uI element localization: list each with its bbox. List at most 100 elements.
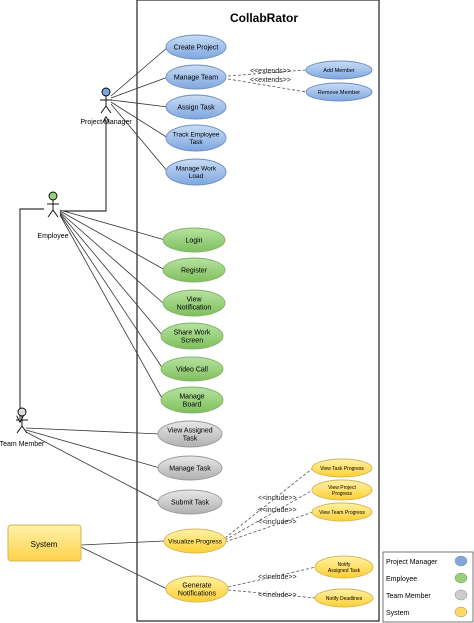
use-case-label: Visualize Progress <box>168 538 222 545</box>
use-case-shape <box>160 356 224 382</box>
use-case-shape <box>165 124 227 152</box>
use-case-view-task-progress[interactable]: View Task Progress <box>311 458 373 478</box>
use-case-add-member[interactable]: Add Member <box>305 60 373 80</box>
association-lines <box>25 46 169 590</box>
use-case-label: View <box>186 296 202 303</box>
use-case-remove-member[interactable]: Remove Member <box>305 82 373 102</box>
use-case-label: Manage Team <box>174 75 218 82</box>
legend-swatch <box>454 555 468 567</box>
use-case-shape <box>157 455 223 481</box>
legend-label: Employee <box>386 576 417 583</box>
legend-swatch <box>454 572 468 584</box>
extends-label-1: <<extends>> <box>250 68 291 75</box>
actor-label: Employee <box>37 233 68 240</box>
use-case-label: Manage Work <box>176 165 217 172</box>
legend-item: Employee <box>386 572 468 584</box>
use-case-shape <box>165 158 227 186</box>
actor-right-leg <box>21 425 28 434</box>
use-case-shape <box>165 575 229 603</box>
actor-head <box>101 87 111 97</box>
use-case-label: Assigned Task <box>328 568 361 574</box>
use-case-label: Task <box>189 139 203 146</box>
actor-left-leg <box>47 209 54 218</box>
use-case-label: Assign Task <box>177 105 215 112</box>
legend-item: Project Manager <box>386 555 468 567</box>
use-case-label: Board <box>183 402 202 409</box>
include-label-4: <<include>> <box>258 574 297 581</box>
use-case-shape <box>163 528 227 554</box>
actor-right-leg <box>105 105 112 114</box>
use-case-label: Manage Task <box>169 465 211 472</box>
use-case-video-call[interactable]: Video Call <box>160 356 224 382</box>
generalization-arrows <box>20 120 106 419</box>
include-label-3: <<include>> <box>258 519 297 526</box>
actor-employee[interactable]: Employee <box>37 191 69 240</box>
include-label-2: <<include>> <box>258 507 297 514</box>
use-case-label: View Project <box>328 485 356 491</box>
use-case-label: View Assigned <box>167 427 213 434</box>
use-case-shape <box>157 420 223 448</box>
dependency-lines <box>224 69 317 599</box>
use-case-label: Submit Task <box>171 499 209 506</box>
use-case-visualize-progress[interactable]: Visualize Progress <box>163 528 227 554</box>
use-case-shape <box>305 60 373 80</box>
use-case-label: Add Member <box>323 68 355 74</box>
use-case-submit-task[interactable]: Submit Task <box>157 489 223 515</box>
actor-label: Project Manager <box>80 119 132 126</box>
diagram-title: CollabRator <box>230 11 298 25</box>
extends-label-2: <<extends>> <box>250 77 291 84</box>
use-case-shape <box>162 289 226 317</box>
system-actor[interactable] <box>7 524 82 562</box>
use-case-register[interactable]: Register <box>162 257 226 283</box>
include-label-1: <<include>> <box>258 495 297 502</box>
legend-item: Team Member <box>386 589 468 601</box>
use-case-shape <box>165 64 227 90</box>
use-case-shape <box>165 94 227 120</box>
actor-label: Team Member <box>0 441 45 448</box>
use-case-notify-deadlines[interactable]: Notify Deadlines <box>314 588 374 608</box>
actor-right-leg <box>52 209 59 218</box>
use-case-assign-task[interactable]: Assign Task <box>165 94 227 120</box>
use-case-label: View Team Progress <box>319 510 365 516</box>
include-label-5: <<include>> <box>258 592 297 599</box>
use-case-label: Load <box>189 173 204 180</box>
use-case-label: Screen <box>181 338 203 345</box>
system-actor-label: System <box>31 540 58 549</box>
use-case-shape <box>314 555 374 579</box>
use-case-shape <box>162 227 226 253</box>
use-case-shape <box>165 34 227 60</box>
use-case-label: Generate <box>182 582 211 589</box>
use-case-shape <box>311 479 373 501</box>
actor-team-member[interactable]: Team Member <box>0 407 45 448</box>
use-case-manage-task[interactable]: Manage Task <box>157 455 223 481</box>
use-case-create-project[interactable]: Create Project <box>165 34 227 60</box>
use-case-label: Task <box>183 436 198 443</box>
use-case-label: Remove Member <box>318 90 360 96</box>
use-case-label: Register <box>181 267 208 274</box>
actor-head <box>48 191 58 201</box>
use-case-login[interactable]: Login <box>162 227 226 253</box>
use-case-label: Notifications <box>178 591 217 598</box>
use-case-label: Manage <box>179 393 204 400</box>
legend-item: System <box>386 606 468 618</box>
legend-label: System <box>386 610 410 617</box>
use-case-shape <box>157 489 223 515</box>
use-case-manage-team[interactable]: Manage Team <box>165 64 227 90</box>
actor-project-manager[interactable]: Project Manager <box>80 87 132 126</box>
use-case-label: Login <box>185 237 202 244</box>
use-case-view-team-progress[interactable]: View Team Progress <box>311 502 373 522</box>
use-case-label: Share Work <box>174 329 211 336</box>
legend-swatch <box>454 606 468 618</box>
